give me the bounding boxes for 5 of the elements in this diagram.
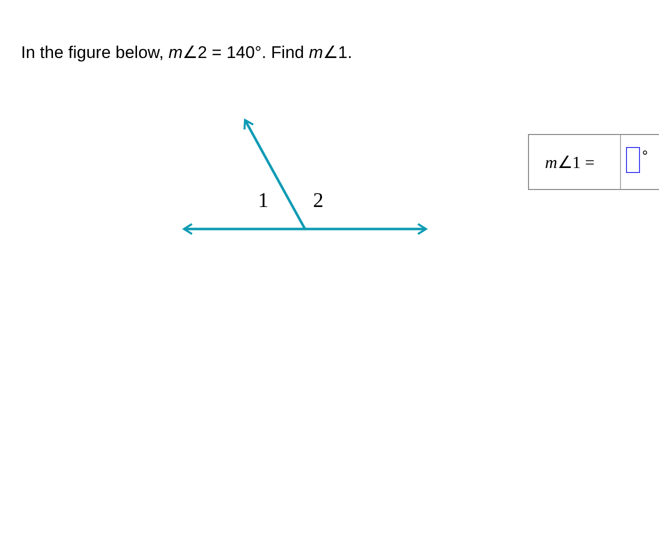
degree-symbol: ° (642, 149, 648, 164)
question-text: In the figure below, m∠2 = 140°. Find m∠1. (21, 42, 352, 64)
angle-label: 2 (313, 190, 324, 211)
answer-prompt: m∠1 = (545, 152, 595, 174)
angle-label: 1 (258, 190, 268, 211)
